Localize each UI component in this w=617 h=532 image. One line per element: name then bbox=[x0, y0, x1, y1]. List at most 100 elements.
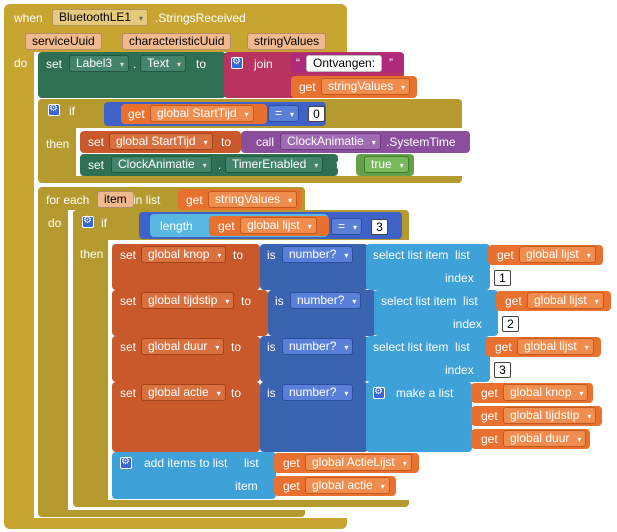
param-characteristicUuid[interactable]: characteristicUuid bbox=[122, 33, 232, 50]
select-list-item-label: select list item list bbox=[373, 340, 470, 354]
dropdown-arrow-icon: ▾ bbox=[120, 60, 125, 69]
set-label: set bbox=[46, 57, 63, 71]
set-label: set bbox=[120, 294, 137, 308]
text-property-dropdown[interactable]: Text▾ bbox=[140, 55, 187, 72]
actie-get-dropdown[interactable]: global actie▾ bbox=[305, 477, 390, 494]
gear-icon[interactable] bbox=[48, 103, 60, 116]
call-label: call bbox=[256, 135, 275, 149]
number-check-dropdown[interactable]: number?▾ bbox=[290, 292, 362, 309]
number-check-dropdown[interactable]: number?▾ bbox=[282, 338, 354, 355]
dropdown-arrow-icon: ▾ bbox=[307, 222, 312, 231]
dropdown-arrow-icon: ▾ bbox=[380, 482, 385, 491]
gear-icon[interactable] bbox=[120, 456, 132, 469]
true-dropdown[interactable]: true▾ bbox=[364, 156, 409, 173]
select-list-item-block[interactable] bbox=[366, 244, 490, 290]
dropdown-arrow-icon: ▾ bbox=[225, 297, 230, 306]
is-label: is bbox=[267, 248, 276, 262]
get-label: get bbox=[481, 386, 498, 400]
dropdown-arrow-icon: ▾ bbox=[586, 251, 591, 260]
param-serviceUuid[interactable]: serviceUuid bbox=[25, 33, 102, 50]
event-name-label: .StringsReceived bbox=[155, 11, 246, 25]
gear-icon[interactable] bbox=[231, 56, 243, 69]
dropdown-arrow-icon: ▾ bbox=[402, 459, 407, 468]
timerenabled-dropdown[interactable]: TimerEnabled▾ bbox=[225, 156, 324, 173]
number-three[interactable]: 3 bbox=[371, 219, 388, 235]
number-zero[interactable]: 0 bbox=[308, 106, 325, 122]
dropdown-arrow-icon: ▾ bbox=[587, 412, 592, 421]
duur-set-dropdown[interactable]: global duur▾ bbox=[141, 338, 225, 355]
item-param[interactable]: item bbox=[97, 191, 134, 208]
dropdown-arrow-icon: ▾ bbox=[371, 138, 376, 147]
for-each-label: for each bbox=[46, 193, 90, 207]
systemtime-label: .SystemTime bbox=[386, 135, 456, 149]
dropdown-arrow-icon: ▾ bbox=[577, 435, 582, 444]
lijst-dropdown[interactable]: global lijst▾ bbox=[240, 217, 317, 234]
knop-set-dropdown[interactable]: global knop▾ bbox=[141, 246, 227, 263]
length-label: length bbox=[160, 219, 193, 233]
stringValues-dropdown[interactable]: stringValues▾ bbox=[208, 191, 298, 208]
dot-separator: . bbox=[218, 158, 222, 172]
duur-get-dropdown[interactable]: global duur▾ bbox=[503, 430, 587, 447]
label3-component-dropdown[interactable]: Label3▾ bbox=[69, 55, 130, 72]
index-number-1[interactable]: 1 bbox=[494, 270, 511, 286]
text-string-value[interactable]: Ontvangen: bbox=[306, 55, 383, 72]
get-label: get bbox=[495, 340, 512, 354]
index-label: index bbox=[453, 317, 482, 331]
is-label: is bbox=[275, 294, 284, 308]
equals-operator-dropdown[interactable]: =▾ bbox=[331, 218, 363, 235]
add-items-to-list-block[interactable] bbox=[112, 452, 276, 499]
to-label: to bbox=[233, 248, 244, 262]
clockanimatie-set-dropdown[interactable]: ClockAnimatie▾ bbox=[111, 156, 212, 173]
dropdown-arrow-icon: ▾ bbox=[314, 161, 319, 170]
set-label: set bbox=[120, 340, 137, 354]
number-check-dropdown[interactable]: number?▾ bbox=[282, 246, 354, 263]
actie-set-dropdown[interactable]: global actie▾ bbox=[141, 384, 226, 401]
equals-operator-dropdown[interactable]: =▾ bbox=[268, 105, 300, 122]
quote-close: ” bbox=[389, 56, 393, 70]
select-list-item-label: select list item list bbox=[373, 248, 470, 262]
tijdstip-set-dropdown[interactable]: global tijdstip▾ bbox=[141, 292, 235, 309]
dropdown-arrow-icon: ▾ bbox=[288, 196, 293, 205]
if-label: if bbox=[101, 216, 107, 230]
is-label: is bbox=[267, 386, 276, 400]
index-label: index bbox=[445, 271, 474, 285]
lijst-dropdown[interactable]: global lijst▾ bbox=[519, 246, 596, 263]
starttijd-set-dropdown[interactable]: global StartTijd▾ bbox=[109, 133, 213, 150]
starttijd-dropdown[interactable]: global StartTijd▾ bbox=[150, 105, 254, 122]
get-label: get bbox=[481, 409, 498, 423]
dropdown-arrow-icon: ▾ bbox=[399, 161, 404, 170]
get-label: get bbox=[505, 294, 522, 308]
stringValues-dropdown[interactable]: stringValues▾ bbox=[321, 78, 411, 95]
select-list-item-block[interactable] bbox=[374, 290, 498, 336]
event-do-label: do bbox=[14, 56, 28, 70]
number-check-dropdown[interactable]: number?▾ bbox=[282, 384, 354, 401]
clockanimatie-call-dropdown[interactable]: ClockAnimatie▾ bbox=[280, 133, 381, 150]
set-label: set bbox=[120, 248, 137, 262]
set-label: set bbox=[88, 158, 105, 172]
event-component-dropdown[interactable]: BluetoothLE1▾ bbox=[52, 9, 149, 26]
index-label: index bbox=[445, 363, 474, 377]
gear-icon[interactable] bbox=[373, 386, 385, 399]
dropdown-arrow-icon: ▾ bbox=[244, 110, 249, 119]
gear-icon[interactable] bbox=[82, 215, 94, 228]
lijst-dropdown[interactable]: global lijst▾ bbox=[517, 338, 594, 355]
index-number-2[interactable]: 2 bbox=[502, 316, 519, 332]
param-stringValues[interactable]: stringValues bbox=[247, 33, 327, 50]
lijst-dropdown[interactable]: global lijst▾ bbox=[527, 292, 604, 309]
to-label: to bbox=[221, 135, 232, 149]
item-label: item bbox=[235, 479, 258, 493]
dropdown-arrow-icon: ▾ bbox=[177, 60, 182, 69]
is-label: is bbox=[267, 340, 276, 354]
dropdown-arrow-icon: ▾ bbox=[202, 161, 207, 170]
actielijst-dropdown[interactable]: global ActieLijst▾ bbox=[305, 454, 412, 471]
then-label: then bbox=[46, 137, 70, 151]
knop-get-dropdown[interactable]: global knop▾ bbox=[503, 384, 589, 401]
dropdown-arrow-icon: ▾ bbox=[579, 389, 584, 398]
tijdstip-get-dropdown[interactable]: global tijdstip▾ bbox=[503, 407, 597, 424]
event-when-label: when bbox=[14, 11, 43, 25]
make-a-list-label: make a list bbox=[396, 386, 454, 400]
select-list-item-block[interactable] bbox=[366, 336, 490, 382]
index-number-3[interactable]: 3 bbox=[494, 362, 511, 378]
dropdown-arrow-icon: ▾ bbox=[215, 343, 220, 352]
select-list-item-label: select list item list bbox=[381, 294, 478, 308]
